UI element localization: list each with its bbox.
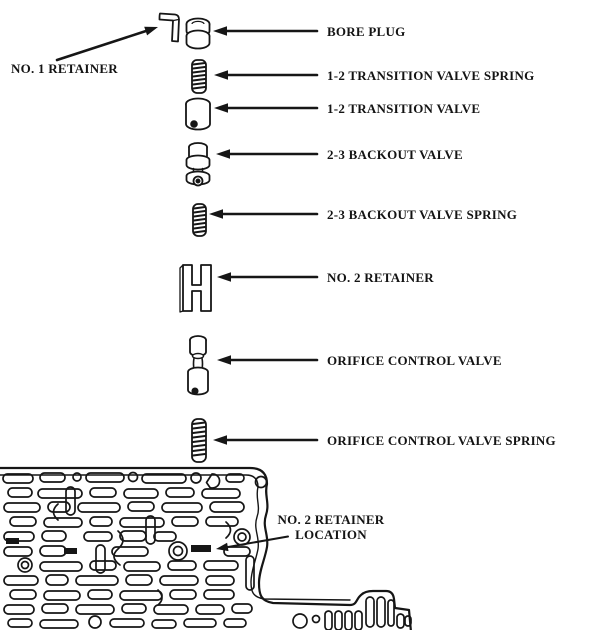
2-3-backout-valve-part	[185, 142, 211, 187]
2-3-backout-valve-spring-part	[192, 203, 207, 237]
arrow-orifice-control-valve-spring	[213, 435, 319, 445]
label-no2-retainer-location-line2: LOCATION	[295, 527, 367, 542]
valve-body-casting	[0, 466, 412, 630]
arrow-bore-plug	[213, 26, 319, 36]
oil-passages	[0, 471, 412, 630]
label-no2-retainer-location: NO. 2 RETAINER LOCATION	[266, 512, 396, 542]
arrow-2-3-backout-valve-spring	[209, 209, 319, 219]
label-no1-retainer: NO. 1 RETAINER	[11, 61, 118, 76]
arrow-orifice-control-valve	[217, 355, 319, 365]
1-2-transition-valve-part	[185, 97, 211, 131]
arrow-no2-retainer	[217, 272, 319, 282]
orifice-control-valve-spring-part	[191, 418, 207, 463]
parts	[158, 12, 212, 463]
arrow-1-2-transition-valve	[214, 103, 319, 113]
label-no2-retainer-location-line1: NO. 2 RETAINER	[277, 512, 385, 527]
arrow-no2-retainer-location	[216, 535, 289, 552]
no1-retainer-part	[158, 12, 180, 43]
orifice-control-valve-part	[187, 335, 209, 396]
label-1-2-transition-valve-spring: 1-2 TRANSITION VALVE SPRING	[327, 68, 535, 83]
label-2-3-backout-valve: 2-3 BACKOUT VALVE	[327, 147, 463, 162]
arrow-1-2-transition-valve-spring	[214, 70, 319, 80]
label-no2-retainer: NO. 2 RETAINER	[327, 270, 434, 285]
1-2-transition-valve-spring-part	[191, 59, 207, 94]
label-2-3-backout-valve-spring: 2-3 BACKOUT VALVE SPRING	[327, 207, 518, 222]
no2-retainer-part	[179, 264, 212, 313]
callout-arrows	[55, 26, 319, 552]
arrow-2-3-backout-valve	[216, 149, 319, 159]
arrow-no1-retainer	[55, 26, 158, 62]
label-orifice-control-valve: ORIFICE CONTROL VALVE	[327, 353, 502, 368]
no2-retainer-location-marker	[191, 545, 211, 552]
label-1-2-transition-valve: 1-2 TRANSITION VALVE	[327, 101, 481, 116]
label-orifice-control-valve-spring: ORIFICE CONTROL VALVE SPRING	[327, 433, 556, 448]
label-bore-plug: BORE PLUG	[327, 24, 406, 39]
bore-plug-part	[185, 17, 211, 50]
